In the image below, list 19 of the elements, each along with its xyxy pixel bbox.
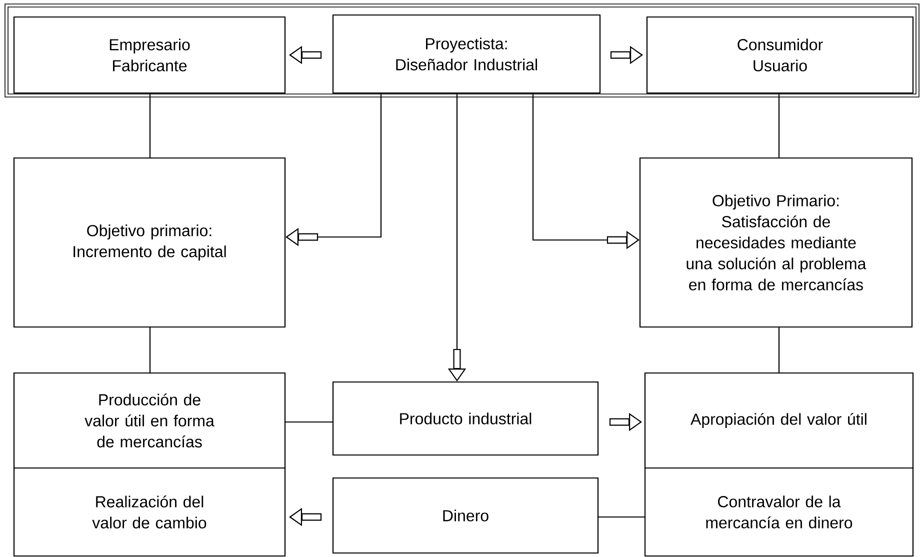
arrow xyxy=(286,93,382,246)
text-box: Producción de valor útil en forma de mercancías xyxy=(13,372,286,469)
text-box: Objetivo primario: Incremento de capital xyxy=(13,157,286,328)
text-box: Realización del valor de cambio xyxy=(13,467,286,557)
text-box: Empresario Fabricante xyxy=(13,16,286,94)
connector-line xyxy=(149,327,151,373)
text-box: Contravalor de la mercancía en dinero xyxy=(644,467,914,557)
connector-line xyxy=(285,421,333,423)
text-box: Consumidor Usuario xyxy=(646,16,914,94)
connector-line xyxy=(598,516,645,518)
text-box: Objetivo Primario: Satisfacción de necesidades mediante una solución al problema en forma de mercancías xyxy=(639,157,913,328)
text-box: Dinero xyxy=(332,477,599,554)
connector-line xyxy=(778,93,780,158)
text-box: Proyectista: Diseñador Industrial xyxy=(332,14,601,94)
frame-box xyxy=(4,4,920,98)
connector-line xyxy=(149,93,151,158)
connector-line xyxy=(778,327,780,373)
text-box: Apropiación del valor útil xyxy=(644,372,914,469)
text-box: Producto industrial xyxy=(332,381,599,456)
